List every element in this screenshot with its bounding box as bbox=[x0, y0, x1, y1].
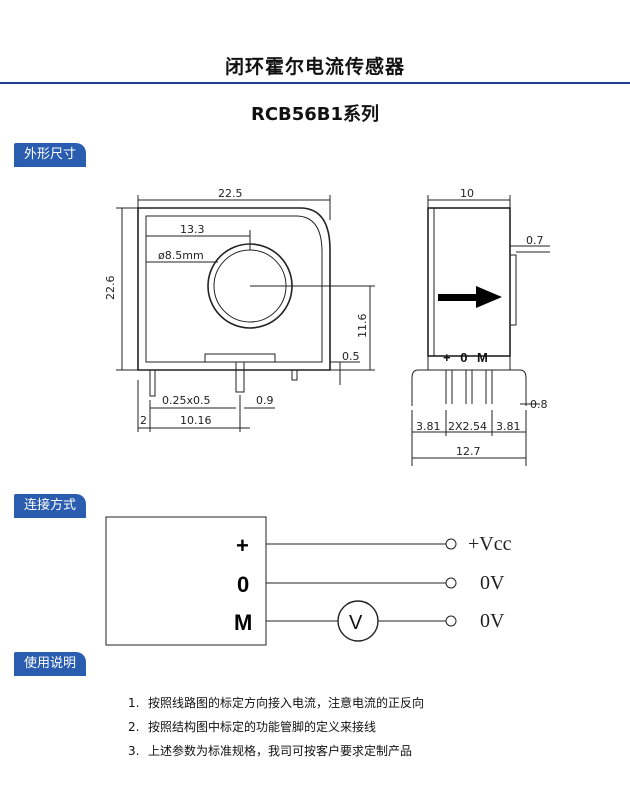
wire-pin-zero: 0 bbox=[237, 572, 249, 597]
note-item: 2.按照结构图中标定的功能管脚的定义来接线 bbox=[128, 720, 377, 734]
front-view-outline bbox=[137, 207, 331, 371]
dim-pitch: 2X2.54 bbox=[448, 420, 487, 433]
dim-hole-offset: 13.3 bbox=[180, 223, 205, 236]
title-divider bbox=[0, 82, 630, 84]
dim-pin-dia: 0.8 bbox=[530, 398, 548, 411]
dim-edge-left: 3.81 bbox=[416, 420, 441, 433]
dim-height: 22.6 bbox=[104, 276, 117, 301]
dim-hole-height: 11.6 bbox=[356, 314, 369, 339]
current-direction-arrow bbox=[438, 286, 502, 308]
note-item: 3.上述参数为标准规格，我司可按客户要求定制产品 bbox=[128, 744, 413, 758]
dim-total: 12.7 bbox=[456, 445, 481, 458]
dim-pin-section: 0.25x0.5 bbox=[162, 394, 211, 407]
dim-pin-edge: 2 bbox=[140, 414, 147, 427]
section-tag-outline: 外形尺寸 bbox=[14, 143, 87, 167]
output-vcc: +Vcc bbox=[468, 533, 512, 555]
pin-labels: + 0 M bbox=[443, 350, 491, 365]
note-item: 1.按照线路图的标定方向接入电流，注意电流的正反向 bbox=[128, 696, 425, 710]
voltmeter-label: V bbox=[349, 612, 363, 634]
side-view-outline bbox=[427, 207, 511, 357]
dim-pin-gap: 0.9 bbox=[256, 394, 274, 407]
dim-pin-span: 10.16 bbox=[180, 414, 212, 427]
section-tag-usage: 使用说明 bbox=[14, 652, 87, 676]
wire-pin-plus: + bbox=[236, 533, 249, 558]
usage-notes: 1.按照线路图的标定方向接入电流，注意电流的正反向 2.按照结构图中标定的功能管… bbox=[128, 691, 424, 763]
section-tag-connection: 连接方式 bbox=[14, 494, 87, 518]
dim-width: 22.5 bbox=[218, 187, 243, 200]
dim-tab: 0.7 bbox=[526, 234, 544, 247]
dim-depth: 10 bbox=[460, 187, 474, 200]
wire-pin-m: M bbox=[234, 610, 252, 635]
voltmeter bbox=[337, 600, 379, 642]
sensor-box bbox=[105, 516, 267, 646]
output-0v-a: 0V bbox=[480, 572, 505, 594]
output-0v-b: 0V bbox=[480, 610, 505, 632]
dim-edge-right: 3.81 bbox=[496, 420, 521, 433]
dim-hole-dia: ø8.5mm bbox=[158, 249, 204, 262]
page-title: 闭环霍尔电流传感器 bbox=[224, 56, 405, 78]
dim-pin-len: 0.5 bbox=[342, 350, 360, 363]
series-title: RCB56B1系列 bbox=[250, 104, 380, 125]
